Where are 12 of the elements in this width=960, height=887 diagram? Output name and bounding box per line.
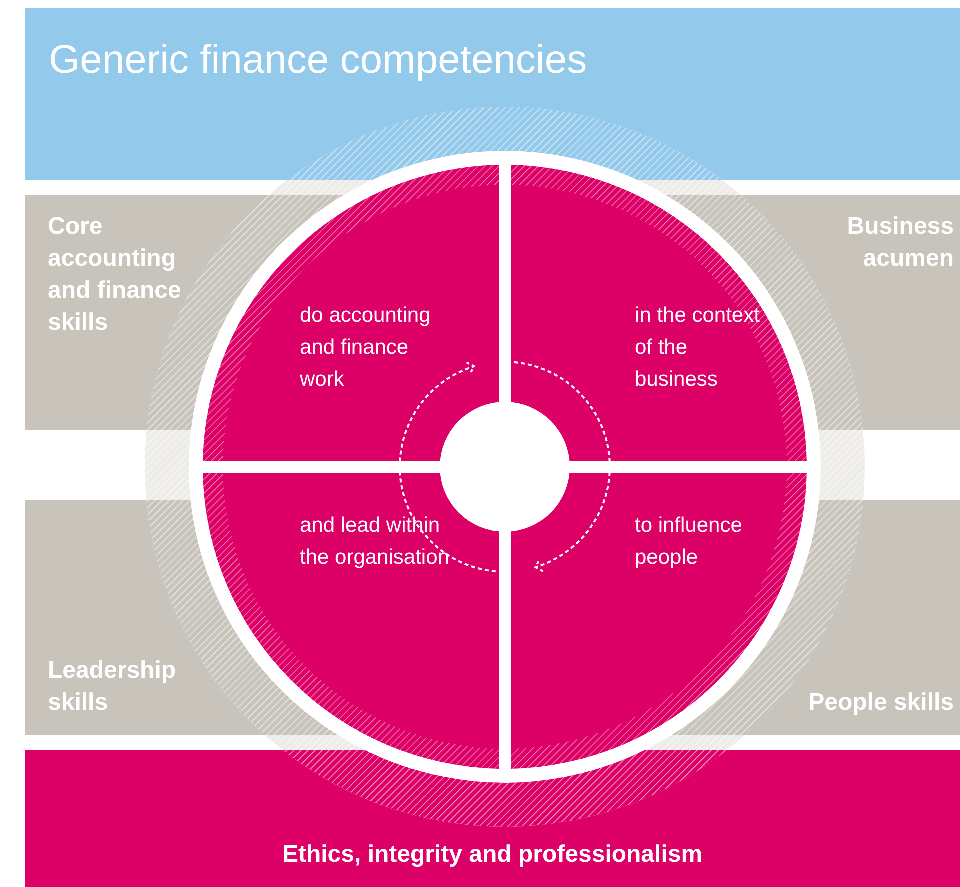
band-title: Generic finance competencies (49, 37, 588, 84)
segment-text: do accounting and finance work (300, 303, 432, 393)
cycle-arrow (399, 362, 496, 573)
cycle-arrow (514, 361, 611, 572)
skill-label: Leadership skills (48, 656, 178, 718)
skill-label: Core accounting and finance skills (48, 212, 182, 338)
segment-text: to influence people (635, 513, 744, 571)
skill-label: Business acumen (846, 212, 954, 274)
band-title: Ethics, integrity and professionalism (281, 840, 704, 870)
segment-text: and lead within the organisation (300, 513, 450, 571)
skill-label: People skills (808, 688, 954, 718)
segment-text: in the context of the business (635, 303, 761, 393)
